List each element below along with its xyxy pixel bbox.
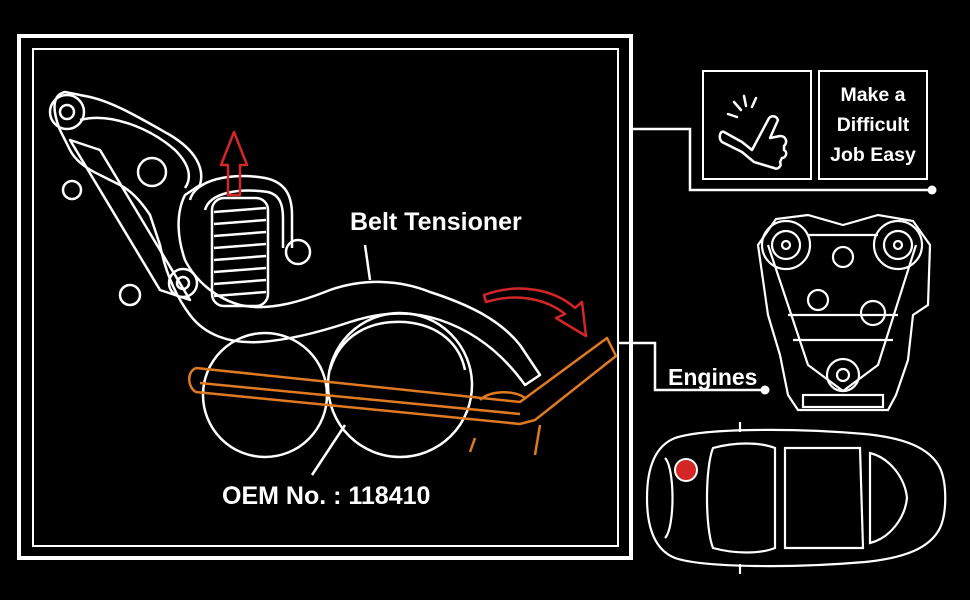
main-frame [17, 34, 633, 560]
tensioner-bracket [48, 90, 542, 387]
engine-icon [756, 213, 932, 412]
tagline-line: Make a [840, 84, 906, 106]
connector-dot [760, 385, 770, 395]
car-location-marker [674, 458, 698, 482]
connector-lines [618, 127, 932, 392]
spring-tensioner-icon [210, 196, 270, 308]
oem-number-label: OEM No. : 118410 [222, 482, 431, 510]
car-icon [645, 422, 947, 574]
belt-tensioner-label: Belt Tensioner [350, 208, 522, 236]
rotate-arrow-icon [482, 287, 588, 338]
engines-label: Engines [668, 364, 758, 390]
connector-dot [927, 185, 937, 195]
tagline-box: Make a Difficult Job Easy [818, 70, 928, 180]
up-arrow-icon [219, 130, 249, 197]
tagline-line: Difficult [836, 114, 910, 136]
label-leaders [310, 244, 372, 476]
tap-hand-box [702, 70, 812, 180]
wrench-tool-icon [188, 336, 618, 456]
tap-hand-icon [718, 94, 788, 170]
tagline-line: Job Easy [830, 144, 916, 166]
